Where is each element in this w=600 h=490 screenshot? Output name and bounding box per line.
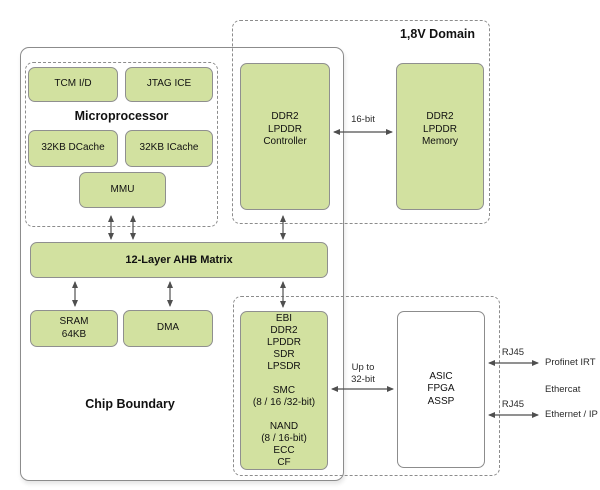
block-tcm-id: TCM I/D (28, 67, 118, 102)
domain-1v8-label: 1,8V Domain (399, 27, 476, 41)
block-sram-64kb: SRAM 64KB (30, 310, 118, 347)
block-ddr2-lpddr-memory: DDR2 LPDDR Memory (396, 63, 484, 210)
label-ethercat: Ethercat (545, 384, 581, 395)
block-jtag-ice: JTAG ICE (125, 67, 213, 102)
label-ethernet-ip: Ethernet / IP (545, 409, 598, 420)
label-rj45-bottom: RJ45 (501, 399, 525, 410)
label-rj45-top: RJ45 (501, 347, 525, 358)
chip-boundary-box (20, 47, 344, 481)
block-mmu: MMU (79, 172, 166, 208)
block-ddr2-lpddr-controller: DDR2 LPDDR Controller (240, 63, 330, 210)
label-up-to-32bit: Up to 32-bit (351, 362, 375, 385)
microprocessor-group-box (25, 62, 218, 227)
block-32kb-dcache: 32KB DCache (28, 130, 118, 167)
label-profinet-irt: Profinet IRT (545, 357, 596, 368)
block-ahb-matrix: 12-Layer AHB Matrix (30, 242, 328, 278)
block-dma: DMA (123, 310, 213, 347)
external-interface-group-box (233, 296, 500, 476)
microprocessor-label: Microprocessor (74, 109, 169, 123)
block-ebi: EBI DDR2 LPDDR SDR LPSDR SMC (8 / 16 /32… (240, 311, 328, 470)
label-16bit: 16-bit (351, 114, 375, 125)
chip-boundary-label: Chip Boundary (85, 397, 175, 411)
block-32kb-icache: 32KB ICache (125, 130, 213, 167)
block-asic-fpga-assp: ASIC FPGA ASSP (397, 311, 485, 468)
domain-1v8-group-box (232, 20, 490, 224)
